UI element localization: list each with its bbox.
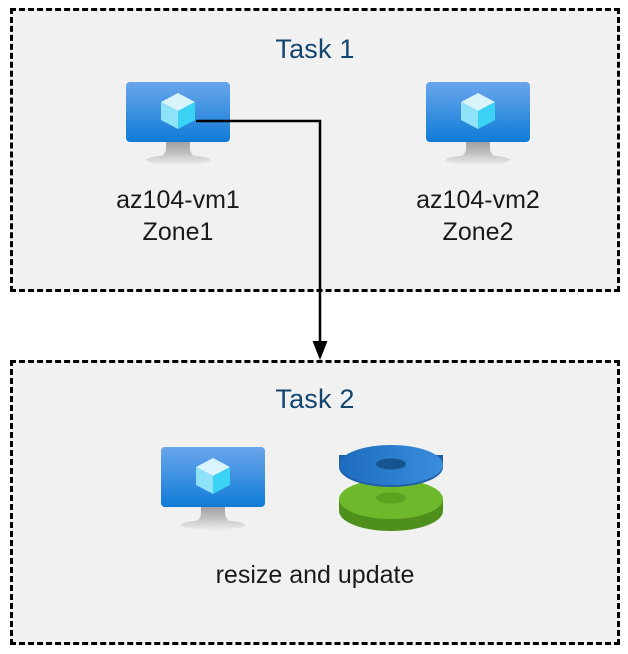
- node-zone-label: Zone2: [442, 218, 514, 246]
- task2-vm-node[interactable]: [153, 441, 273, 531]
- task2-caption: resize and update: [215, 561, 415, 589]
- azure-disks-icon: [339, 445, 443, 531]
- node-az104-vm1[interactable]: az104-vm1 Zone1: [53, 76, 303, 248]
- node-name-label: az104-vm1: [116, 186, 240, 214]
- node-name-label: az104-vm2: [416, 186, 540, 214]
- node-zone-label: Zone1: [142, 218, 214, 246]
- azure-virtual-machine-icon: [426, 82, 530, 165]
- task2-disks-node[interactable]: [335, 443, 447, 543]
- down-arrow-icon: [312, 341, 328, 360]
- task2-container: Task 2: [10, 360, 620, 645]
- azure-virtual-machine-icon: [161, 447, 265, 530]
- azure-virtual-machine-icon: [126, 82, 230, 165]
- task2-title: Task 2: [275, 384, 355, 414]
- node-az104-vm2[interactable]: az104-vm2 Zone2: [353, 76, 603, 248]
- task1-container: Task 1: [10, 8, 620, 292]
- task1-title: Task 1: [275, 34, 355, 64]
